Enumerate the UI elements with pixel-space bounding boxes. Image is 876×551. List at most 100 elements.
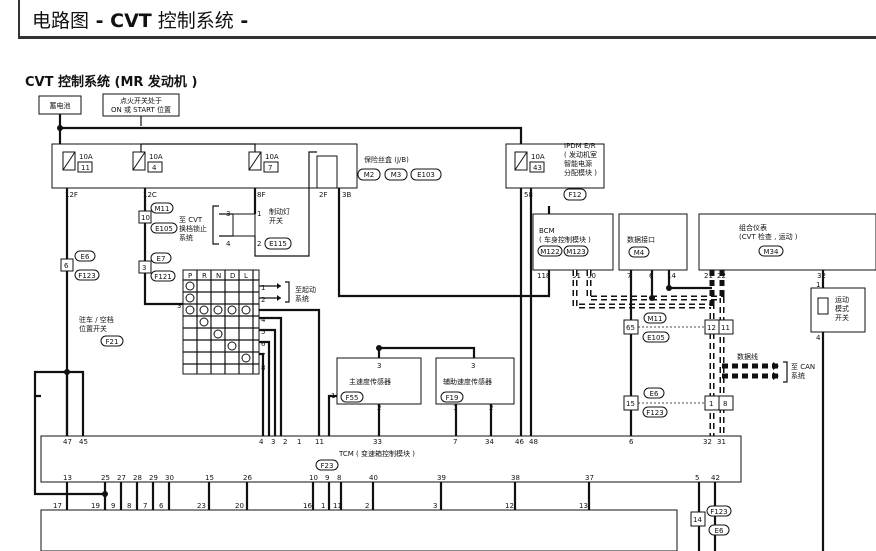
transmission-assembly [40,509,678,551]
tcm-bot-pin-42: 42 [711,474,720,482]
stop-lamp-l1: 制动灯 [269,207,290,216]
conn-f123: F123 [78,272,95,280]
secondary-pin-3: 3 [471,362,475,370]
title-subject: CVT [110,10,152,32]
primary-sensor-conn: F55 [346,394,359,402]
conn-e105: E105 [155,225,173,233]
primary-sensor-label: 主速度传感器 [349,377,391,386]
park-pin-6: 6 [261,340,266,348]
secondary-sensor-label: 辅助速度传感器 [443,377,492,386]
prnd-l: L [244,272,248,280]
meter-pin-21: 21 [704,272,713,280]
conn-e6-c: E6 [715,527,724,535]
tcm-top-pin-47: 47 [63,438,72,446]
meter-pin-32: 32 [817,272,826,280]
sport-l2: 模式 [835,304,849,313]
tcm-top-pin-3: 3 [271,438,275,446]
combination-meter [698,213,876,271]
low-pin-1: 1 [321,502,325,510]
meter-conn: M34 [764,248,779,256]
ipdm-label-4: 分配模块 ) [564,168,597,177]
wiring-diagram: CVT 控制系统 (MR 发动机 ) 蓄电池 点火开关处于 ON 或 START… [19,66,876,551]
tcm-top-pin-33: 33 [373,438,382,446]
conn-e105-b: E105 [647,334,665,342]
meter-l1: 组合仪表 [739,223,767,232]
conn-e7: E7 [157,255,166,263]
dlc-pin-14: 14 [667,272,676,280]
can-l2: 系统 [791,371,805,380]
conn-e6: E6 [81,253,90,261]
conn-8: 8 [723,400,727,408]
sport-l1: 运动 [835,295,849,304]
fuse-2-amp: 10A [149,153,163,161]
wiring-diagram-svg: CVT 控制系统 (MR 发动机 ) 蓄电池 点火开关处于 ON 或 START… [25,74,876,551]
tcm-top-pin-45: 45 [79,438,88,446]
primary-pin-3: 3 [377,362,381,370]
tcm-top-pin-1: 1 [297,438,301,446]
shift-lock-l2: 换档锁止 [179,224,207,233]
bcm [532,213,614,271]
title-prefix: 电路图 [32,10,90,32]
tcm-bot-pin-13: 13 [63,474,72,482]
dataline-label: 数据线 [737,352,758,361]
tcm-bot-pin-38: 38 [511,474,520,482]
data-link-connector [618,213,688,271]
ipdm-label-3: 智能电源 [564,159,592,168]
title-sep-1: - [89,10,111,32]
tcm-top-pins: 47 45 4 3 2 1 11 33 7 34 46 48 6 32 31 [63,438,726,446]
tcm-top-pin-31: 31 [717,438,726,446]
title-rest: 控制系统 [151,10,234,32]
jb-connector [316,155,338,189]
secondary-sensor-conn: F19 [446,394,459,402]
tcm-bot-pin-26: 26 [243,474,252,482]
conn-11: 11 [721,324,730,332]
jb-conn-1: M2 [364,171,375,179]
bcm-pin-118: 118 [537,272,550,280]
conn-14: 14 [693,516,702,524]
low-pin-23: 23 [197,502,206,510]
park-pin-1: 1 [261,284,265,292]
conn-m11-b: M11 [648,315,663,323]
tcm-bottom-pins: 13 25 27 28 29 30 15 26 10 9 8 40 39 38 … [63,474,720,482]
term-12c: 12C [143,191,157,199]
low-pin-6: 6 [159,502,164,510]
ignition-label-1: 点火开关处于 [120,96,162,105]
tcm [40,435,742,483]
tcm-top-pin-46: 46 [515,438,524,446]
tcm-top-pin-48: 48 [529,438,538,446]
low-pin-3: 3 [433,502,437,510]
fuse-3-amp: 10A [265,153,279,161]
tcm-bot-pin-10: 10 [309,474,318,482]
tcm-bot-pin-28: 28 [133,474,142,482]
ipdm-label-2: ( 发动机室 [564,150,597,159]
low-pin-20: 20 [235,502,244,510]
conn-12: 12 [707,324,716,332]
low-pin-13: 13 [579,502,588,510]
start-system-l2: 系统 [295,294,309,303]
bcm-conn-1: M122 [540,248,559,256]
tcm-top-pin-34: 34 [485,438,494,446]
tcm-bot-pin-40: 40 [369,474,378,482]
tcm-bot-pin-9: 9 [325,474,329,482]
prnd-d: D [230,272,235,280]
fuse-3-no: 7 [268,164,272,172]
conn-1: 1 [709,400,713,408]
can-l1: 至 CAN [791,363,815,371]
battery-feed-wire [58,114,523,144]
park-pin-2: 2 [261,296,265,304]
diagram-title: CVT 控制系统 (MR 发动机 ) [25,74,197,90]
stop-pin-1: 1 [257,210,261,218]
term-12f: 12F [65,191,78,199]
tcm-bot-pin-8: 8 [337,474,341,482]
conn-m11: M11 [155,205,170,213]
tcm-bot-pin-15: 15 [205,474,214,482]
tcm-top-pin-32: 32 [703,438,712,446]
bcm-l1: BCM [539,227,555,235]
prnd-labels: P R N D L [188,272,248,280]
jb-conn-3: E103 [417,171,435,179]
conn-f121: F121 [154,273,171,281]
term-2f: 2F [319,191,327,199]
low-pin-9: 9 [111,502,115,510]
tcm-bot-pin-29: 29 [149,474,158,482]
bcm-conn-2: M123 [566,248,585,256]
